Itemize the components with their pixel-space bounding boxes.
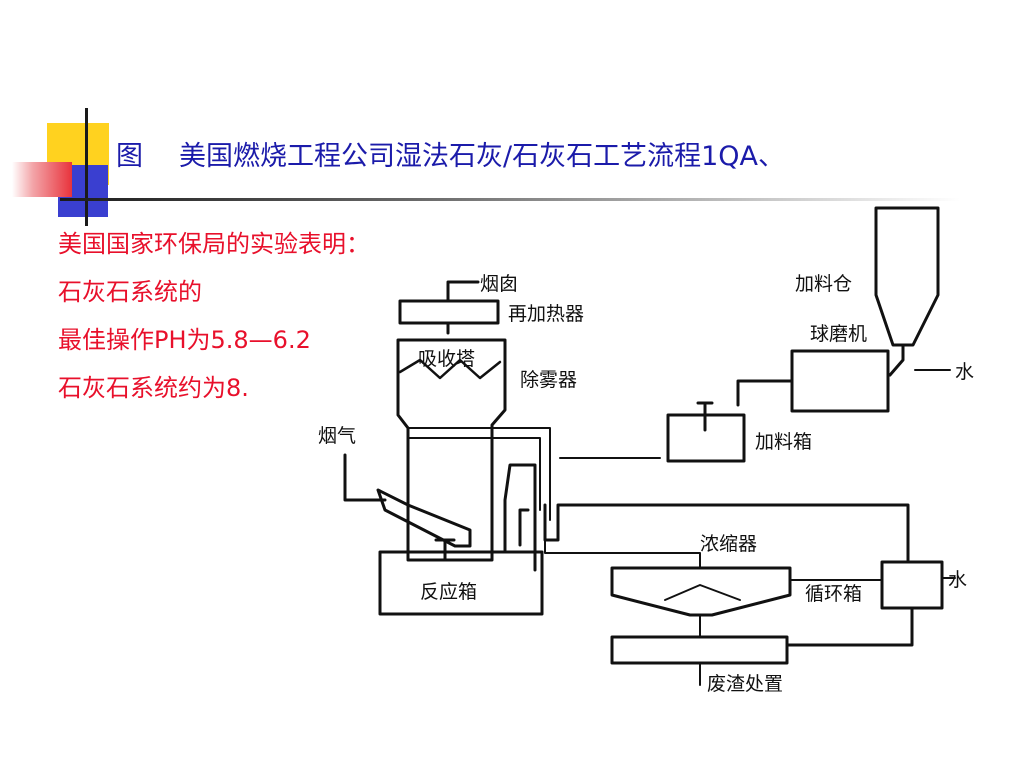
thickener-feed [544,539,701,569]
absorber-hopper [376,488,472,548]
agitator [434,538,456,562]
waste-box [610,635,789,665]
label-water-top: 水 [955,361,974,383]
chimney-stack [446,280,480,302]
decor-vertical-line [85,108,88,226]
body-line-4: 石灰石系统约为8. [58,374,249,402]
body-line-3: 最佳操作PH为5.8—6.2 [58,326,311,354]
label-thickener: 浓缩器 [700,533,757,555]
label-reaction-tank: 反应箱 [420,581,477,603]
label-flue-gas: 烟气 [318,425,356,447]
thickener [610,566,792,617]
flue-gas-inlet [343,453,387,502]
label-chimney: 烟囱 [480,273,518,295]
spray-header-2 [407,437,541,511]
title-figure-label: 图 [116,141,143,172]
decor-red-gradient-bar [12,162,72,197]
label-demister: 除雾器 [520,369,577,391]
recirculation-pipe-2 [518,508,530,547]
body-line-2: 石灰石系统的 [58,278,202,306]
circulation-tank-box [880,560,944,610]
body-text-block: 美国国家环保局的实验表明： 石灰石系统的 最佳操作PH为5.8—6.2 石灰石系… [58,220,370,412]
label-feed-silo: 加料仓 [795,273,852,295]
label-circulation-tank: 循环箱 [805,583,862,605]
ball-mill-box [790,349,890,413]
silo-outlet [888,343,905,377]
label-water-right: 水 [948,569,967,591]
demister-zigzag [398,358,502,380]
circulation-line [543,503,910,562]
absorber-tower [396,338,507,562]
title-text: 美国燃烧工程公司湿法石灰/石灰石工艺流程1QA、 [179,141,785,172]
spray-header-1 [407,427,551,521]
recirculation-pipe-1 [503,463,537,572]
return-line [785,606,914,647]
feed-tank-agitator [696,401,714,432]
reheater-box [398,299,500,325]
feed-silo [874,206,940,347]
label-reheater: 再加热器 [508,303,584,325]
decor-horizontal-rule [60,198,960,201]
label-absorber: 吸收塔 [418,348,475,370]
body-line-1: 美国国家环保局的实验表明： [58,230,370,258]
thickener-rake [664,584,741,601]
slide-title: 图 美国燃烧工程公司湿法石灰/石灰石工艺流程1QA、 [116,134,785,173]
label-waste-disposal: 废渣处置 [707,673,783,695]
reaction-tank-box [378,550,544,616]
mill-to-feed-tank [736,379,794,407]
label-ball-mill: 球磨机 [810,323,867,345]
label-feed-tank: 加料箱 [755,431,812,453]
